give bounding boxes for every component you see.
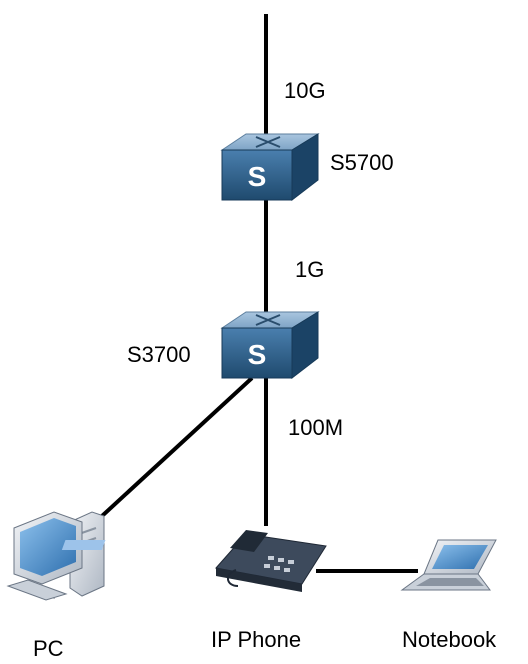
switch-icon: S	[220, 133, 320, 202]
switch-icon: S	[220, 311, 320, 380]
laptop-icon	[400, 539, 497, 591]
switch-glyph: S	[248, 339, 267, 370]
switch-glyph: S	[248, 161, 267, 192]
access-switch-name: S3700	[127, 342, 191, 367]
uplink-speed-label: 10G	[284, 78, 326, 103]
core-to-access-speed-label: 1G	[295, 257, 324, 282]
core-switch: S S5700	[220, 133, 394, 202]
notebook-device: Notebook	[400, 539, 497, 652]
ip-phone-device: IP Phone	[61, 530, 327, 652]
access-switch: S S3700	[127, 311, 320, 380]
desktop-pc-icon	[6, 511, 105, 601]
core-switch-name: S5700	[330, 150, 394, 175]
ip-phone-icon	[61, 530, 327, 592]
pc-device: PC	[6, 511, 105, 661]
access-speed-label: 100M	[288, 415, 343, 440]
notebook-name: Notebook	[402, 627, 497, 652]
pc-name: PC	[33, 636, 64, 661]
ip-phone-name: IP Phone	[211, 627, 301, 652]
access-to-pc-link	[100, 376, 254, 518]
